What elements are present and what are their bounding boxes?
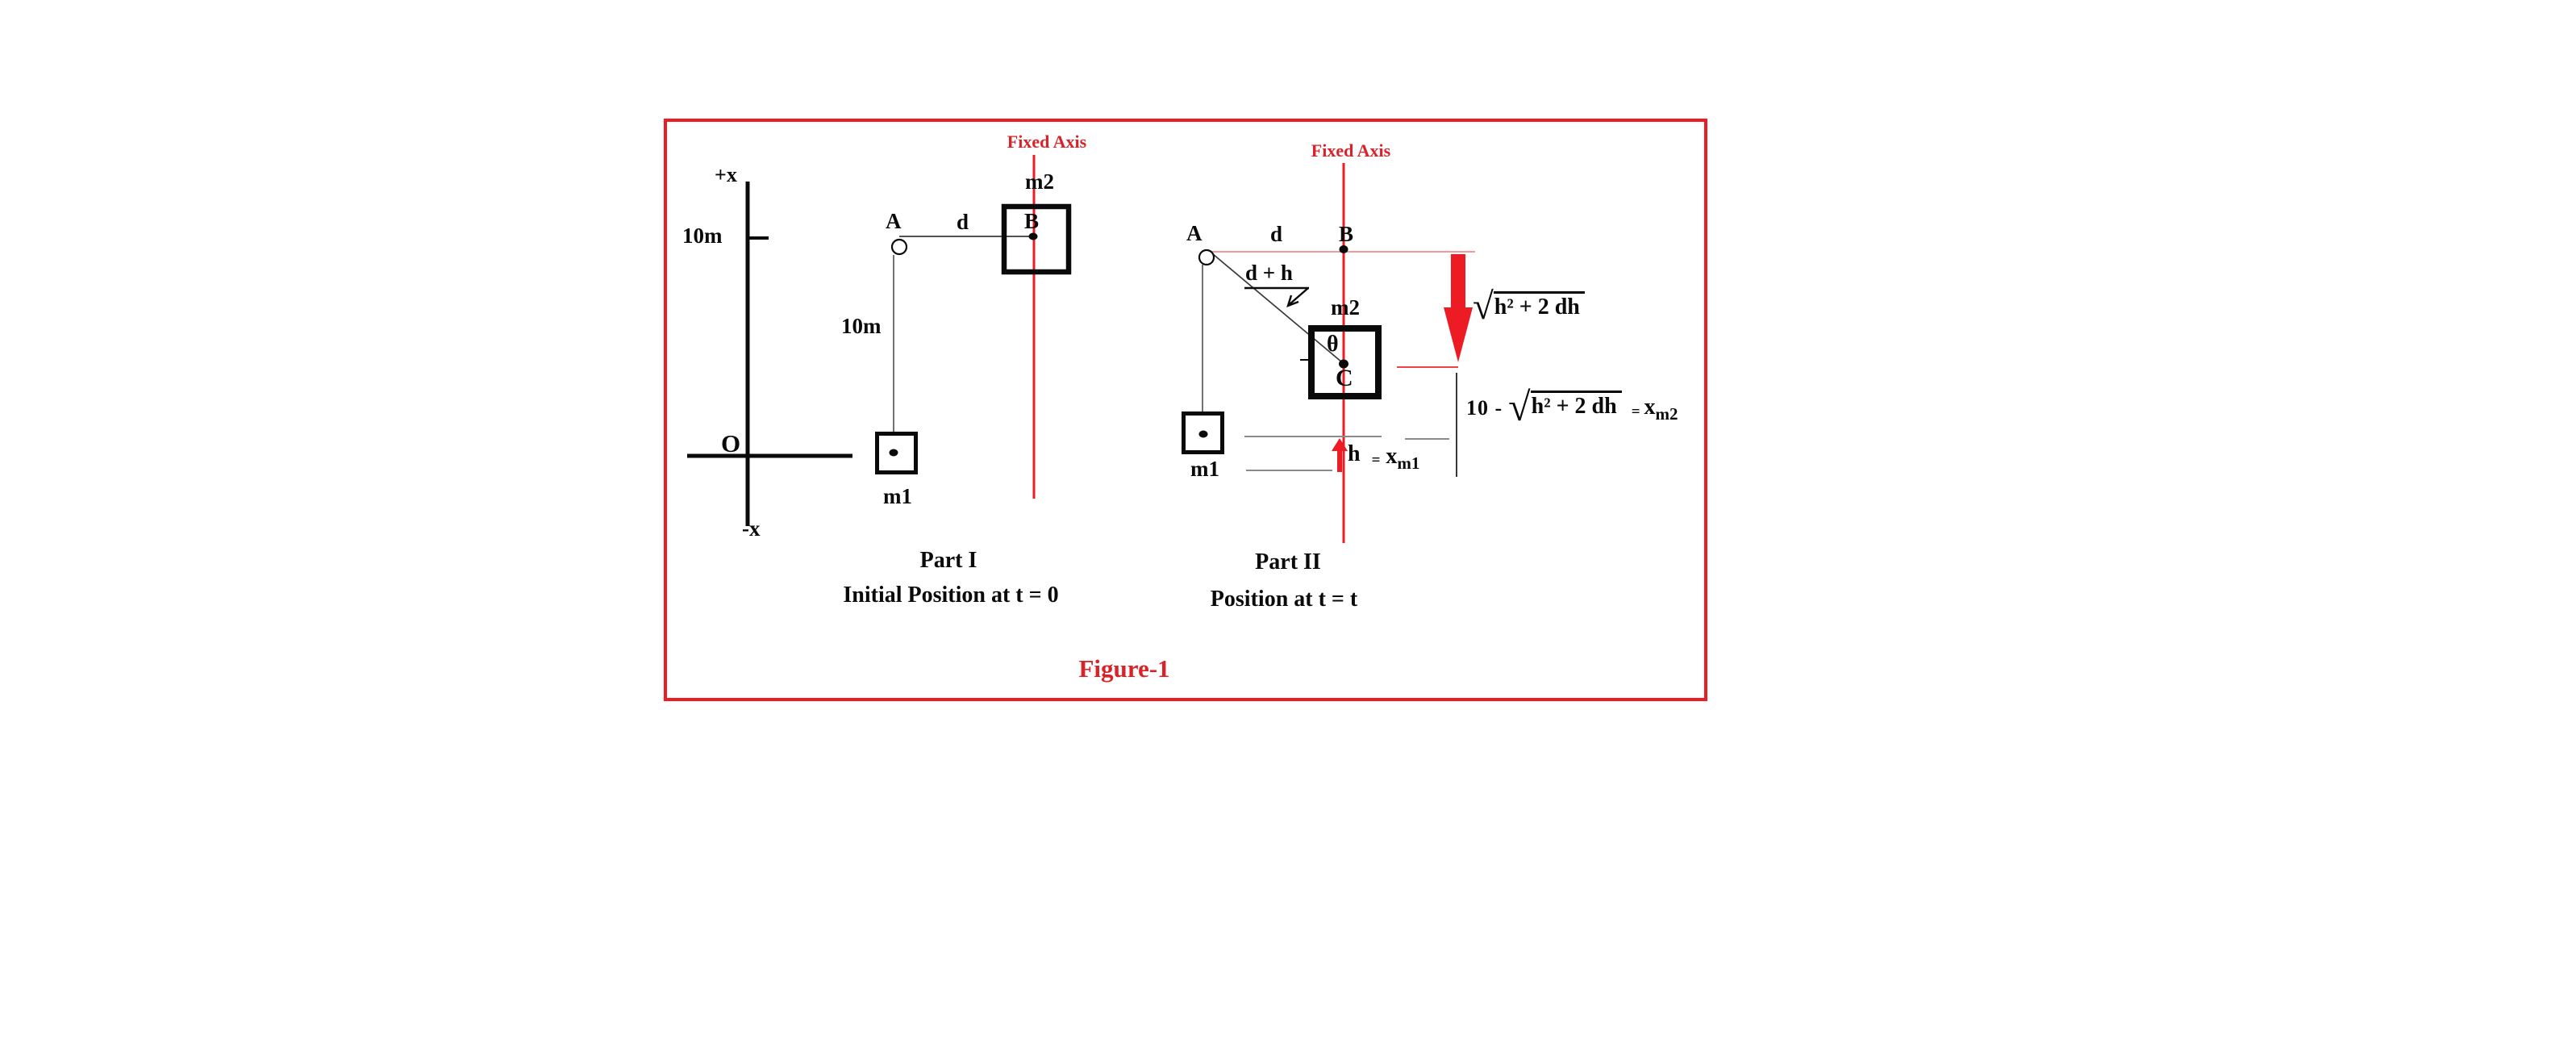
formula2-radical-sign: √ <box>1508 384 1531 429</box>
part2-title: Part II <box>1255 549 1321 574</box>
part1-B-label: B <box>1024 209 1040 233</box>
formula2-prefix: 10 - <box>1466 396 1503 420</box>
part1-A-label: A <box>886 209 902 233</box>
figure-border <box>664 119 1707 701</box>
axis-minus-x-label: -x <box>742 516 761 541</box>
part1-m1-dot <box>889 449 898 457</box>
formula-sqrt-h2-2dh: √h² + 2 dh <box>1473 286 1585 328</box>
part2-point-C-dot <box>1339 359 1348 369</box>
part1-title: Part I <box>919 548 977 573</box>
part2-theta-label: θ <box>1327 332 1339 357</box>
part2-C-label: C <box>1336 365 1353 391</box>
part1-m1-label: m1 <box>883 484 912 508</box>
part2-string-diagonal <box>1212 253 1343 363</box>
h-equation-h: h <box>1348 441 1361 466</box>
part2-m1-box <box>1182 411 1224 454</box>
part2-m2-label: m2 <box>1331 295 1360 320</box>
part2-m1-label: m1 <box>1190 457 1219 481</box>
part2-B-label: B <box>1339 222 1354 246</box>
part2-pulley-circle <box>1198 249 1215 266</box>
formula1-expression: h² + 2 dh <box>1493 291 1585 319</box>
part1-pulley-circle <box>890 238 908 256</box>
diagram-linework <box>687 155 1475 543</box>
formula-xm2: 10 - √h² + 2 dh = x m2 <box>1466 384 1678 429</box>
part2-d-plus-h-label: d + h <box>1245 261 1293 285</box>
part2-fixed-axis-label: Fixed Axis <box>1311 140 1391 161</box>
formula2-x: x <box>1644 395 1656 420</box>
part2-A-label: A <box>1186 221 1203 245</box>
part1-m2-box <box>1001 203 1072 275</box>
h-equation-subscript: m1 <box>1397 453 1420 473</box>
formula2-expression: h² + 2 dh <box>1530 391 1622 418</box>
m2-down-arrow <box>1444 254 1473 362</box>
h-up-arrow <box>1332 438 1348 472</box>
d-plus-h-arrow-shaft <box>1289 287 1309 305</box>
formula2-subscript: m2 <box>1655 404 1678 424</box>
h-equation-x: x <box>1386 444 1398 469</box>
d-plus-h-arrow-head <box>1286 294 1299 308</box>
axis-plus-x-label: +x <box>715 163 737 186</box>
part2-subtitle: Position at t = t <box>1210 587 1358 612</box>
axis-origin-label: O <box>721 429 741 457</box>
part2-m1-dot <box>1198 430 1208 438</box>
h-equation: h = x m1 <box>1348 443 1419 472</box>
part1-m2-label: m2 <box>1025 169 1054 194</box>
axis-10m-label: 10m <box>682 223 723 248</box>
part2-point-B-dot <box>1339 245 1348 253</box>
formula2-equals: = <box>1631 403 1640 420</box>
formula1-radical-sign: √ <box>1473 286 1494 328</box>
h-equation-equals: = <box>1371 452 1381 469</box>
figure-caption: Figure-1 <box>1078 654 1170 683</box>
part1-subtitle: Initial Position at t = 0 <box>843 583 1059 608</box>
part1-string-10m-label: 10m <box>841 314 882 338</box>
part2-d-label: d <box>1270 222 1283 246</box>
part1-fixed-axis-label: Fixed Axis <box>1007 132 1087 152</box>
part2-m2-box <box>1308 325 1382 399</box>
part1-d-label: d <box>957 210 969 234</box>
part1-point-B-dot <box>1028 232 1038 240</box>
